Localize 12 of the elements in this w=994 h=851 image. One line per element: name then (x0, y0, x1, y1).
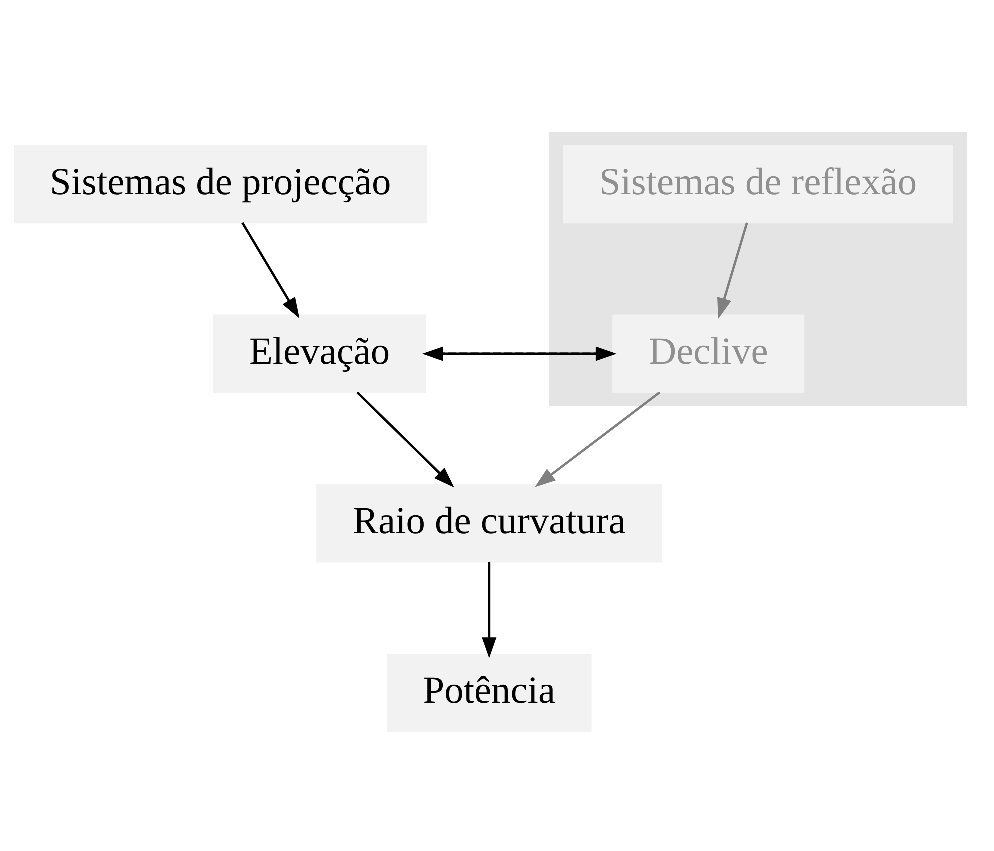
arrow (242, 222, 300, 318)
arrow (718, 222, 748, 319)
arrow (356, 391, 454, 488)
arrow (482, 562, 497, 658)
arrow (535, 391, 661, 487)
node-box: Potência (387, 654, 592, 732)
node-box: Elevação (213, 314, 426, 393)
node-box: Raio de curvatura (316, 484, 662, 562)
cluster (549, 132, 967, 406)
node-box: Sistemas de reflexão (563, 144, 954, 224)
node-box: Sistemas de projecção (14, 144, 427, 224)
node-box: Declive (612, 314, 805, 393)
